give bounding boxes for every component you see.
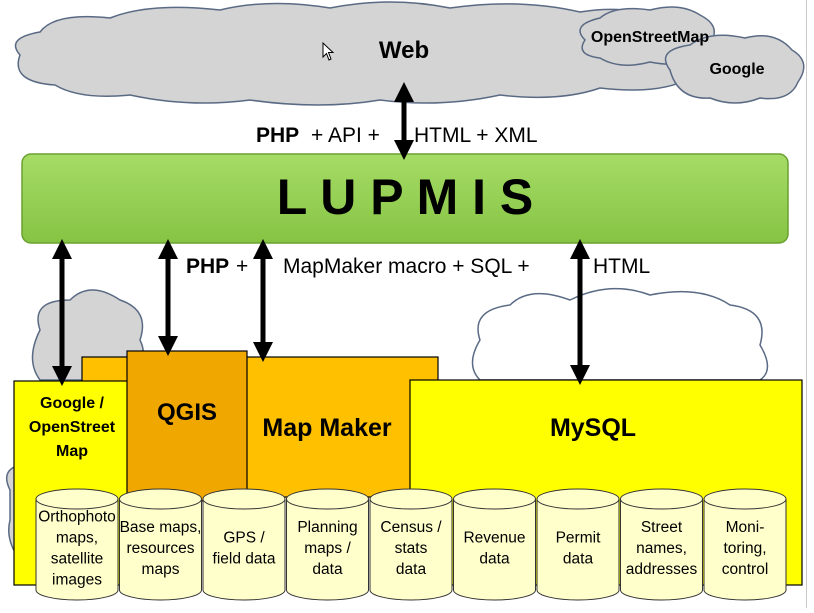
database-label-line: images [52,572,102,589]
database-cylinder-body [369,499,453,601]
database-cylinder: Orthophoto maps, satellite images [35,488,119,601]
database-label-line: data [312,561,343,578]
database-cylinder-top [286,488,369,510]
database-cylinder-body [202,499,286,601]
google-label: Google [709,61,764,78]
mysql-label: MySQL [550,414,636,442]
database-label-line: control [722,561,769,578]
map-maker-label: Map Maker [262,414,391,442]
google-osm-line-3: Map [56,443,88,460]
database-label-line: field data [213,551,276,568]
database-label-line: Street [641,519,683,536]
google-cloud-shape [664,34,805,104]
database-cylinder: Moni-toring, control [703,488,787,601]
database-label-line: Orthophoto [38,509,116,526]
database-label-line: Permit [556,530,601,547]
database-group: Orthophoto maps, satellite images Base maps,… [35,488,787,601]
middle-plus: + [236,255,248,278]
lupmis-title: L U P M I S [277,169,534,225]
database-label-line: resources [126,540,194,557]
database-cylinder-top [703,488,787,510]
database-cylinder: GPS / field data [202,488,286,601]
database-cylinder: Planning maps / data [286,488,369,601]
database-cylinder-top [119,488,202,510]
database-label-line: data [479,551,510,568]
google-osm-line-1: Google / [40,395,105,412]
database-cylinder-body [703,499,787,601]
database-label-line: addresses [626,561,698,578]
web-label: Web [379,37,429,64]
database-cylinder-top [202,488,286,510]
qgis-box [126,350,248,502]
database-cylinder-top [453,488,536,510]
database-cylinder-top [369,488,453,510]
database-label-line: Base maps, [120,519,202,536]
database-label-line: data [396,561,427,578]
database-cylinder-top [620,488,703,510]
database-cylinder: Census / stats data [369,488,453,601]
database-cylinder: Permit data [536,488,620,601]
database-cylinder-top [536,488,620,510]
database-label-line: names, [636,540,687,557]
database-label-line: Planning [297,519,357,536]
bottom-right-cloud-shape [471,287,769,381]
top-protocols: PHP + API + [256,124,380,147]
database-label-line: maps, [56,530,98,547]
database-cylinder-body [35,499,119,601]
database-cylinder-top [35,488,119,510]
database-cylinder-body [453,499,536,601]
qgis-label: QGIS [157,399,217,426]
google-osm-line-2: OpenStreet [29,419,116,436]
database-cylinder: Street names, addresses [620,488,703,601]
top-rest: + API + [311,124,380,147]
database-label-line: Moni- [726,519,765,536]
database-cylinder-body [119,499,202,601]
middle-php: PHP [186,255,229,278]
database-label-line: maps [142,561,180,578]
database-cylinder: Base maps, resources maps [119,488,202,601]
database-cylinder-body [620,499,703,601]
database-label-line: maps / [304,540,351,557]
top-php: PHP [256,124,299,147]
osm-label: OpenStreetMap [591,29,709,46]
database-label-line: stats [395,540,428,557]
database-label-line: toring, [723,540,766,557]
web-cloud: Web OpenStreetMap Google [14,1,805,106]
database-cylinder-body [286,499,369,601]
database-label-line: data [563,551,594,568]
top-html-xml: HTML + XML [414,124,538,147]
database-cylinder: Revenue data [453,488,536,601]
database-label-line: satellite [51,551,104,568]
mouse-cursor-icon [322,42,335,61]
middle-html: HTML [593,255,650,278]
page-edge-line [806,0,807,608]
database-cylinder-body [536,499,620,601]
middle-rest: MapMaker macro + SQL + [283,255,530,278]
database-label-line: GPS / [223,530,265,547]
database-label-line: Revenue [463,530,525,547]
database-label-line: Census / [380,519,442,536]
